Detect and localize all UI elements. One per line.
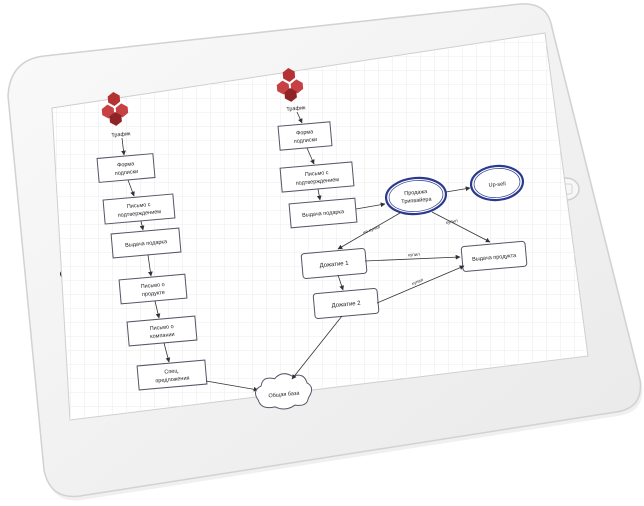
upsell-node[interactable]: Up-sell <box>469 164 525 202</box>
dozhim-2-label: Дожатие 2 <box>331 301 361 310</box>
edge-label-bought-1: купил <box>445 218 458 225</box>
left-step-3[interactable]: Выдача подарка <box>110 227 182 259</box>
cloud-label: Общая база <box>268 391 300 400</box>
traffic-label-left: Трафик <box>111 131 131 139</box>
left-connectors <box>121 137 259 392</box>
left-step-2-line-2: подтверждением <box>117 209 161 219</box>
left-step-1[interactable]: Форма подписки <box>96 153 156 183</box>
left-step-1-line-1: Форма <box>117 161 136 169</box>
product-node[interactable]: Выдача продукта <box>460 240 528 272</box>
right-step-1-line-2: подписки <box>294 137 318 145</box>
left-step-4[interactable]: Письмо о продукте <box>118 273 188 305</box>
left-step-2-line-1: Письмо с <box>127 202 151 210</box>
dozhim-1-node[interactable]: Дожатие 1 <box>300 248 368 279</box>
left-step-5[interactable]: Письмо о компании <box>126 315 198 347</box>
shared-base-cloud[interactable]: Общая база <box>254 371 313 411</box>
right-step-3-line-1: Выдача подарка <box>302 209 345 219</box>
right-step-2-line-2: подтверждением <box>295 177 339 187</box>
left-step-3-line-1: Выдача подарка <box>125 239 168 249</box>
left-step-1-line-2: подписки <box>115 169 139 177</box>
tripwire-line-1: Продажа <box>404 189 428 197</box>
dozhim-1-label: Дожатие 1 <box>319 261 349 270</box>
edge-label-bought-2: купил <box>408 252 421 258</box>
left-step-5-line-2: компании <box>150 332 175 340</box>
right-connectors <box>291 111 491 380</box>
right-step-1-line-1: Форма <box>296 129 315 137</box>
right-step-2[interactable]: Письмо с подтверждением <box>279 161 355 193</box>
left-step-6-line-2: предложения <box>155 375 190 384</box>
left-step-6[interactable]: Спец. предложения <box>136 359 208 391</box>
upsell-label: Up-sell <box>488 181 506 188</box>
edge-label-bought-3: купил <box>411 277 424 286</box>
right-step-2-line-1: Письмо с <box>305 170 329 178</box>
dozhim-2-node[interactable]: Дожатие 2 <box>312 288 380 319</box>
left-step-4-line-1: Письмо о <box>140 282 165 290</box>
traffic-source-icon-left <box>101 92 129 126</box>
edge-label-no-buy: не купил <box>362 224 381 235</box>
left-step-2[interactable]: Письмо с подтверждением <box>102 193 176 225</box>
tripwire-node[interactable]: Продажа Трипвайера <box>384 175 448 216</box>
product-label: Выдача продукта <box>472 253 517 263</box>
left-step-5-line-1: Письмо о <box>149 324 174 332</box>
left-step-6-line-1: Спец. <box>164 368 180 375</box>
left-step-4-line-2: продукте <box>142 290 165 298</box>
traffic-label-right: Трафик <box>286 105 306 113</box>
traffic-source-icon-right <box>276 68 304 102</box>
right-step-1[interactable]: Форма подписки <box>277 121 333 151</box>
tripwire-line-2: Трипвайера <box>401 196 433 206</box>
right-step-3[interactable]: Выдача подарка <box>288 197 358 229</box>
